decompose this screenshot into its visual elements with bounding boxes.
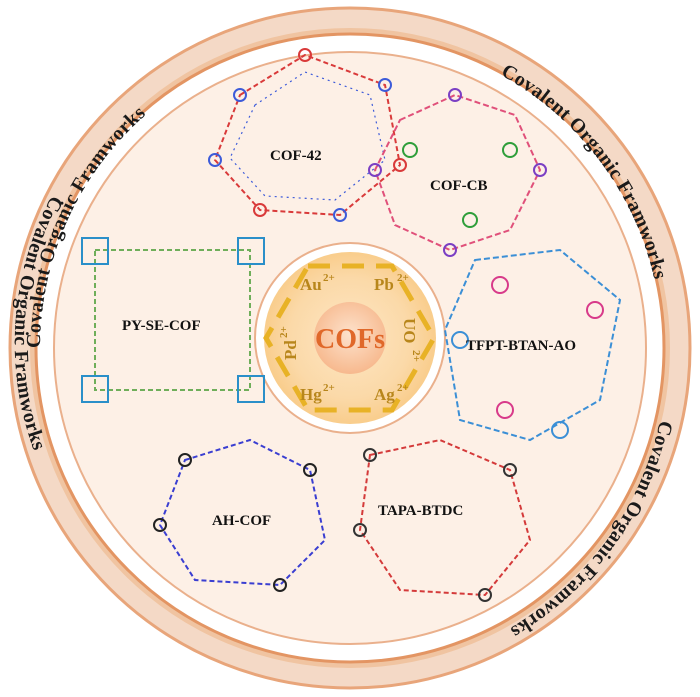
ion-pd: Pd 2+ [278, 326, 300, 360]
cof-cb-label: COF-CB [430, 178, 488, 194]
ion-uo2: UO 2+ [400, 318, 422, 362]
py-se-cof-structure [81, 237, 265, 403]
ion-pb-symbol: Pb [374, 275, 394, 294]
ion-uo2-symbol: UO [400, 318, 419, 344]
ion-pd-charge: 2+ [278, 326, 290, 338]
center-label: COFs [315, 324, 385, 355]
ion-hg-charge: 2+ [323, 382, 335, 394]
ion-pb: Pb 2+ [374, 272, 409, 294]
ion-ag-symbol: Ag [374, 385, 395, 404]
ion-hg-symbol: Hg [300, 385, 322, 404]
ah-cof-label: AH-COF [212, 513, 271, 529]
cofs-circle [314, 302, 386, 374]
tapa-btdc-structure [353, 438, 532, 602]
tapa-btdc-label: TAPA-BTDC [378, 503, 463, 519]
ion-pb-charge: 2+ [397, 272, 409, 284]
tfpt-btan-ao-structure [443, 248, 622, 442]
outer-ring-edge [8, 6, 692, 690]
py-se-cof-label: PY-SE-COF [122, 318, 201, 334]
ion-hg: Hg 2+ [300, 382, 335, 404]
dashed-hexagon [263, 263, 437, 413]
ion-au-charge: 2+ [323, 272, 335, 284]
ion-au: Au 2+ [300, 272, 335, 294]
ion-uo2-charge: 2+ [410, 350, 422, 362]
ion-au-symbol: Au [300, 275, 322, 294]
ion-ag-charge: 2+ [397, 382, 409, 394]
cof-cb-structure [368, 88, 547, 257]
ion-pd-symbol: Pd [281, 340, 300, 360]
ah-cof-structure [153, 438, 327, 592]
ion-ag: Ag 2+ [374, 382, 409, 404]
cof-42-structure [208, 48, 407, 222]
tfpt-btan-ao-label: TFPT-BTAN-AO [466, 338, 576, 354]
cof-42-label: COF-42 [270, 148, 322, 164]
